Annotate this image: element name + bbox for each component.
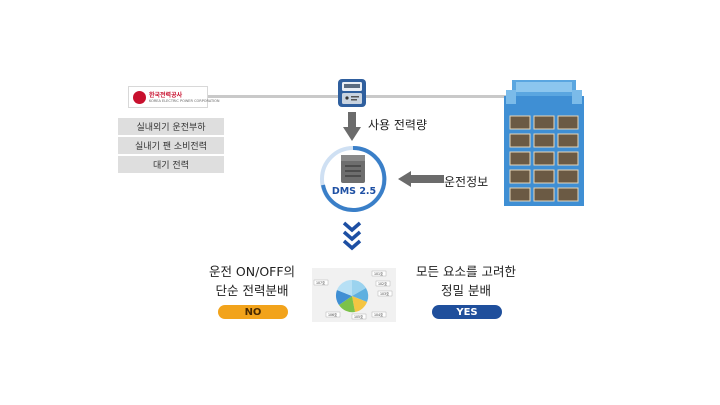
yes-option-line2: 정밀 분배: [441, 283, 491, 298]
pie-label-103: 103호: [380, 291, 389, 296]
load-label-fan-power: 실내기 팬 소비전력: [118, 137, 224, 154]
kepco-logo-mark: [133, 90, 146, 104]
pie-label-102: 102호: [378, 281, 387, 286]
no-option-line2: 단순 전력분배: [215, 283, 289, 298]
load-label-standby: 대기 전력: [118, 156, 224, 173]
building-icon: [504, 80, 584, 206]
pie-label-104: 104호: [374, 312, 383, 317]
power-line: [150, 95, 510, 98]
no-option-line1: 운전 ON/OFF의: [208, 264, 296, 279]
kepco-logo-subtext: KOREA ELECTRIC POWER CORPORATION: [149, 98, 220, 103]
yes-badge: YES: [432, 305, 502, 319]
pie-label-106: 106호: [328, 312, 337, 317]
load-label-outdoor-indoor: 실내외기 운전부하: [118, 118, 224, 135]
usage-label: 사용 전력량: [368, 118, 428, 132]
pie-label-105: 105호: [354, 314, 363, 319]
down-arrow-icon: [343, 112, 361, 141]
dms-device-icon: [341, 155, 365, 183]
electric-meter-icon: [338, 79, 366, 107]
left-arrow-icon: [398, 171, 444, 187]
kepco-logo: 한국전력공사 KOREA ELECTRIC POWER CORPORATION: [128, 86, 220, 108]
kepco-logo-text: 한국전력공사: [149, 91, 183, 99]
operation-info-label: 운전정보: [444, 175, 489, 189]
pie-label-107: 107호: [316, 280, 325, 285]
yes-option-line1: 모든 요소를 고려한: [416, 264, 516, 279]
pie-label-101: 101호: [374, 271, 383, 276]
double-chevron-down-icon: [342, 221, 362, 251]
no-option-text: 운전 ON/OFF의 단순 전력분배: [198, 262, 306, 300]
yes-option-text: 모든 요소를 고려한 정밀 분배: [404, 262, 528, 300]
dms-label: DMS 2.5: [331, 186, 377, 197]
pie-chart-image: 101호 102호 103호 104호 105호 106호 107호: [312, 268, 396, 322]
no-badge: NO: [218, 305, 288, 319]
